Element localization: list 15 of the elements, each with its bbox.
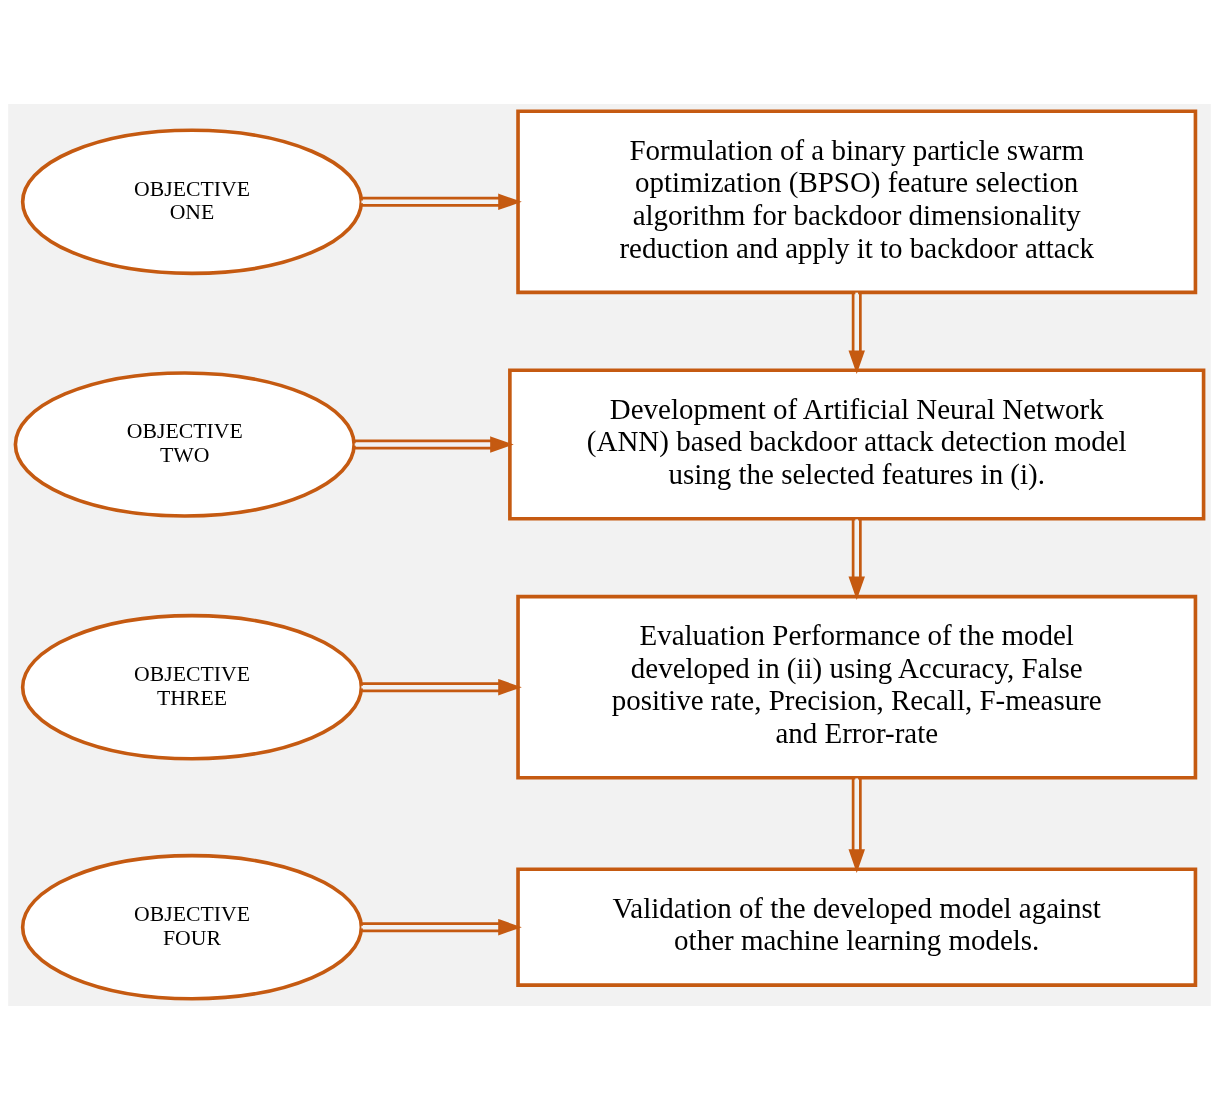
- arrow: [354, 436, 514, 453]
- arrow: [848, 778, 865, 873]
- arrow: [361, 918, 522, 936]
- node-ellipse: OBJECTIVE TWO: [13, 371, 356, 518]
- node-ellipse: OBJECTIVE THREE: [20, 613, 364, 761]
- arrow: [361, 678, 522, 696]
- node-ellipse: OBJECTIVE FOUR: [20, 853, 364, 1001]
- arrow: [848, 519, 865, 601]
- arrow: [361, 193, 522, 211]
- node-box: Formulation of a binary particle swarm optimization (BPSO) feature selection algorithm for backdoor dimensionality reduction and apply it to backdoor attack: [516, 109, 1198, 295]
- arrow: [848, 292, 865, 375]
- node-box: Evaluation Performance of the model developed in (ii) using Accuracy, False positive rate, Precision, Recall, F-measure and Error-rate: [516, 594, 1198, 780]
- node-box: Development of Artificial Neural Network (ANN) based backdoor attack detection model using the selected features in (i).: [508, 368, 1206, 521]
- node-box: Validation of the developed model against other machine learning models.: [516, 867, 1198, 987]
- node-ellipse: OBJECTIVE ONE: [20, 128, 364, 276]
